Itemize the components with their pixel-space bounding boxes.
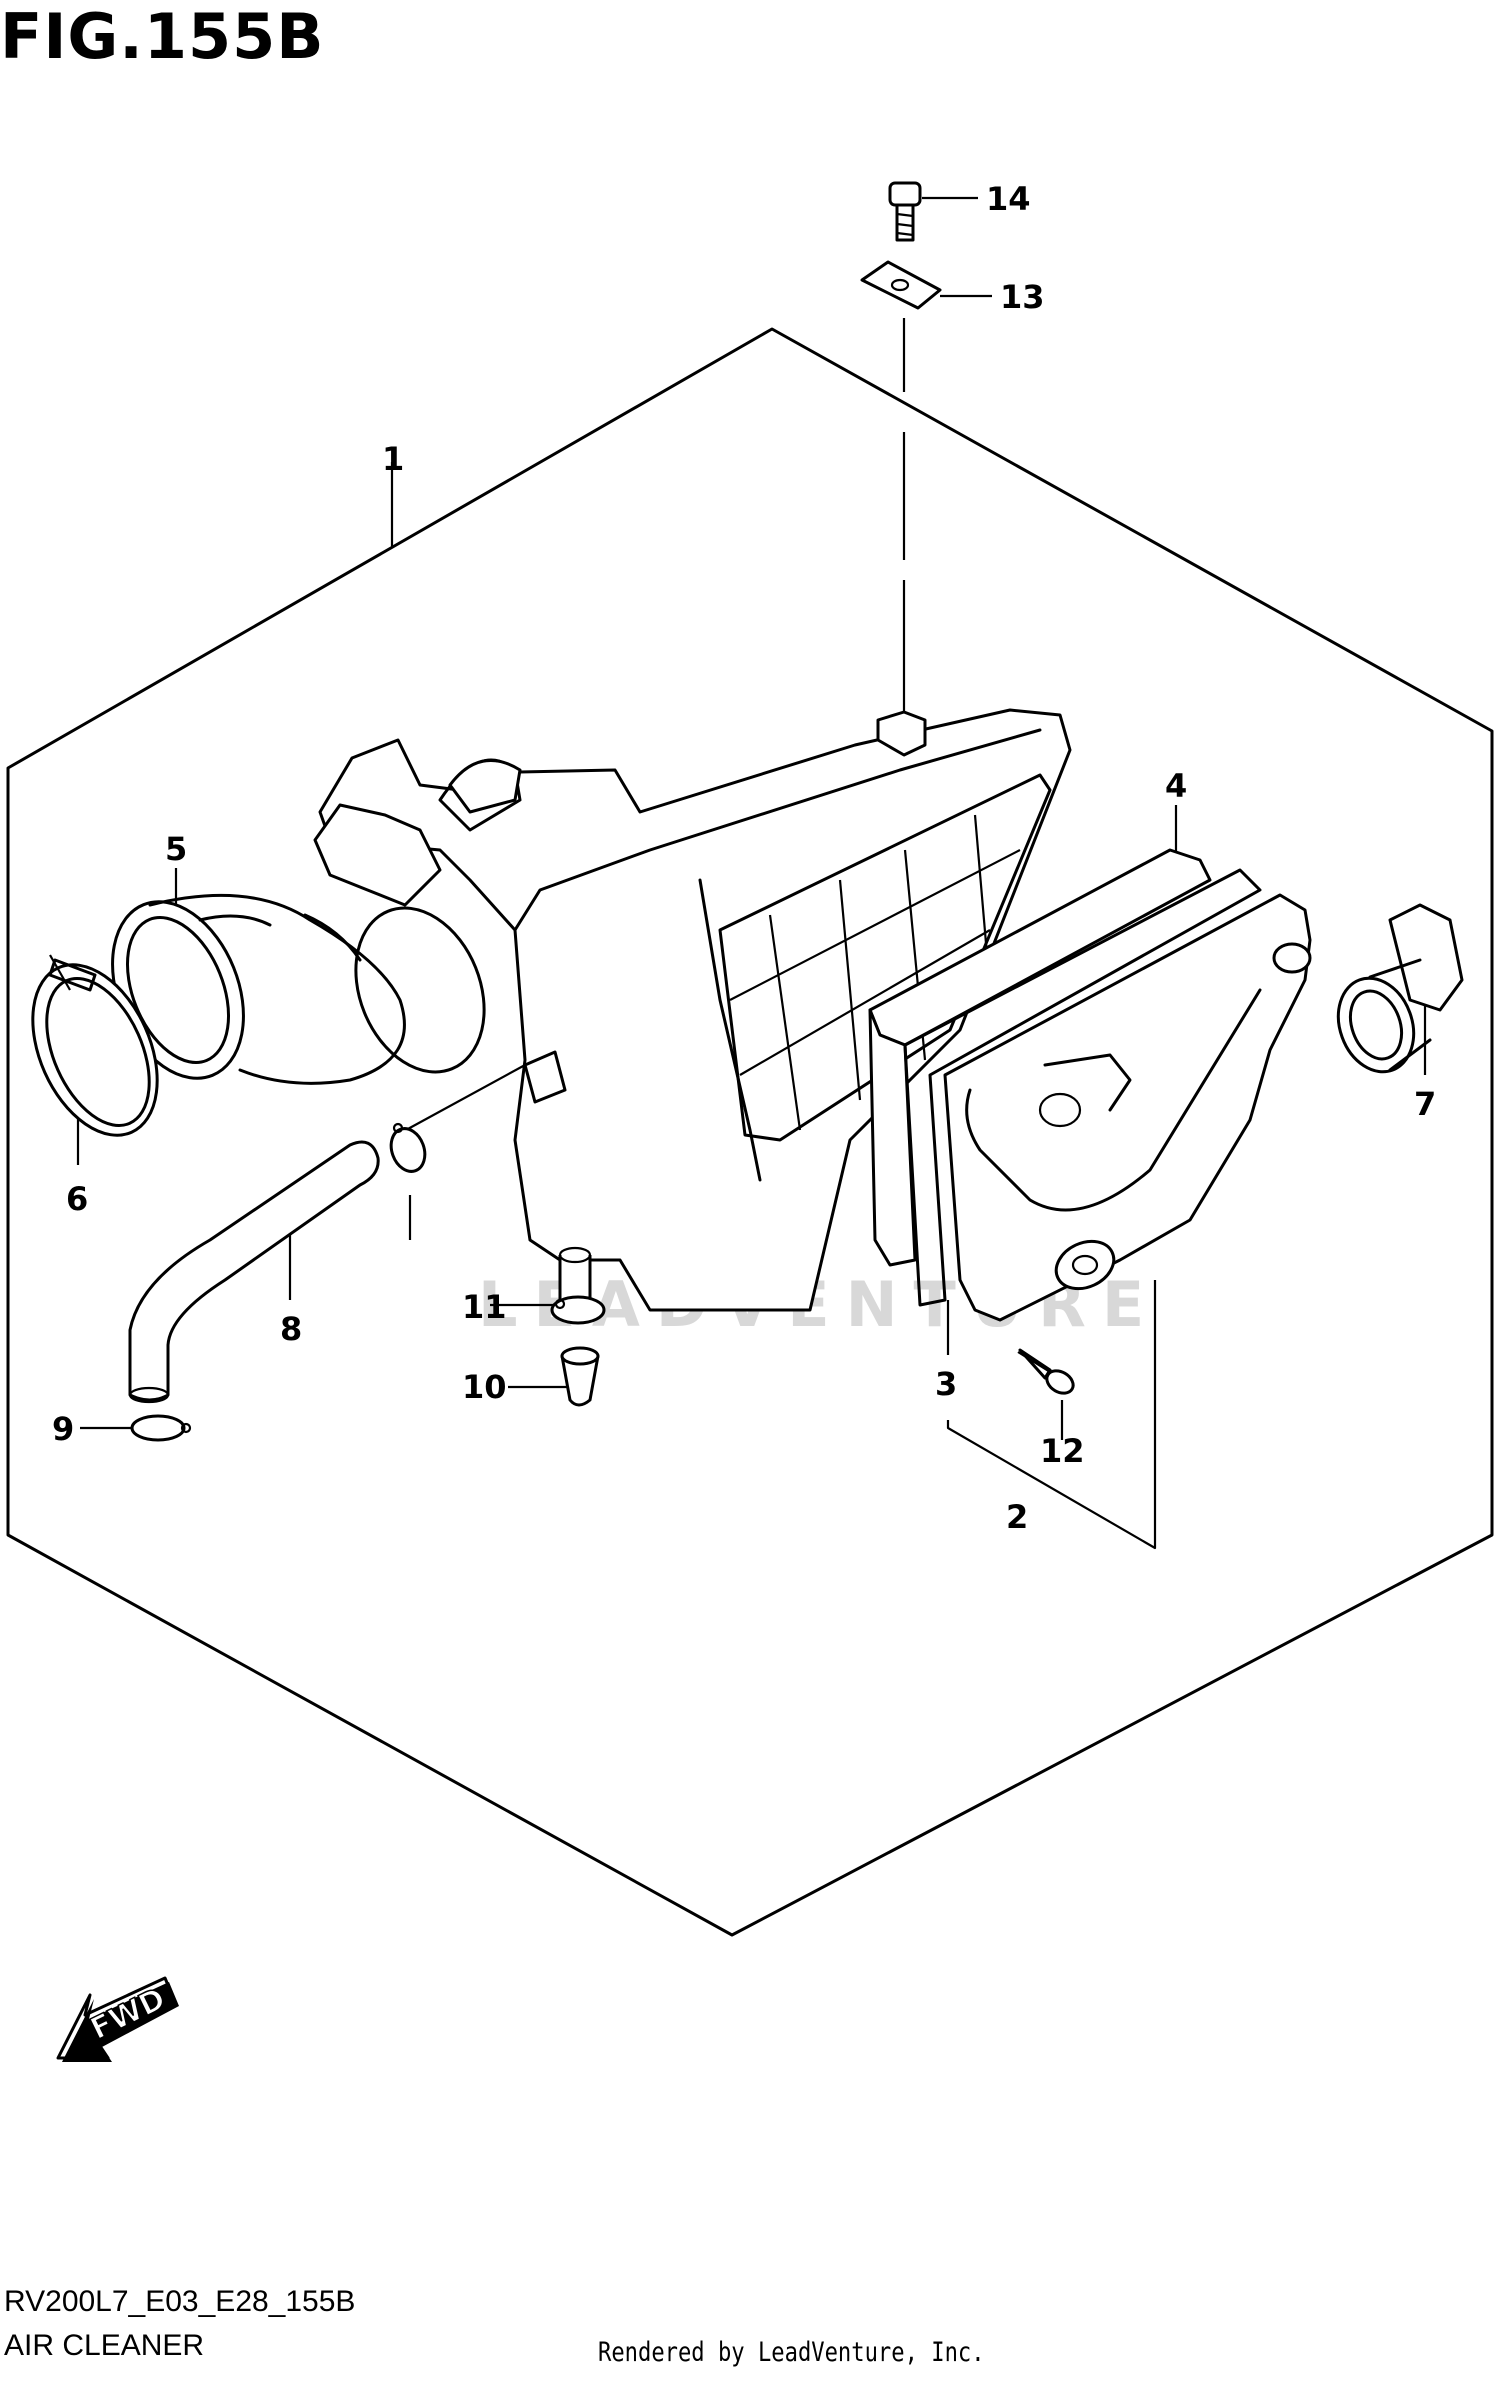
callout-3: 3 — [935, 1365, 957, 1403]
callout-5: 5 — [165, 830, 187, 868]
callout-8: 8 — [280, 1310, 302, 1348]
outlet-pipe-7 — [1336, 903, 1464, 1074]
callout-4: 4 — [1165, 767, 1187, 805]
callout-2: 2 — [1006, 1498, 1028, 1536]
drain-plug-10 — [560, 1346, 600, 1407]
drain-hose-8 — [128, 1140, 380, 1404]
hose-clip-9-upper — [389, 1122, 427, 1173]
callout-12: 12 — [1040, 1432, 1085, 1470]
callout-14: 14 — [986, 180, 1031, 218]
fwd-arrow-icon: FWD — [56, 1976, 179, 2062]
fwd-label: FWD — [85, 1981, 171, 2047]
assembly-boundary — [6, 327, 1494, 1937]
figure-code: RV200L7_E03_E28_155B — [4, 2285, 356, 2318]
cap-2 — [943, 893, 1312, 1322]
callout-labels: 1 2 3 4 5 6 7 8 9 10 11 12 13 14 — [52, 180, 1436, 1536]
callout-11: 11 — [462, 1288, 507, 1326]
callout-1: 1 — [382, 440, 404, 478]
figure-name: AIR CLEANER — [4, 2329, 205, 2362]
callout-7: 7 — [1414, 1085, 1436, 1123]
gasket-3 — [903, 868, 1262, 1307]
clip-11 — [550, 1295, 606, 1325]
element-4 — [868, 848, 1212, 1267]
render-credit: Rendered by LeadVenture, Inc. — [598, 2337, 985, 2368]
clamp-6 — [31, 954, 159, 1137]
bolt-14 — [888, 181, 922, 242]
callout-9-lower: 9 — [52, 1410, 74, 1448]
callout-13: 13 — [1000, 278, 1045, 316]
callout-6: 6 — [66, 1180, 88, 1218]
airbox-housing — [313, 708, 1072, 1312]
figure-title: FIG.155B — [0, 0, 325, 73]
nut-13 — [860, 260, 942, 310]
screw-12 — [1017, 1348, 1075, 1395]
callout-10: 10 — [462, 1368, 507, 1406]
hose-clip-9-lower — [130, 1414, 192, 1442]
